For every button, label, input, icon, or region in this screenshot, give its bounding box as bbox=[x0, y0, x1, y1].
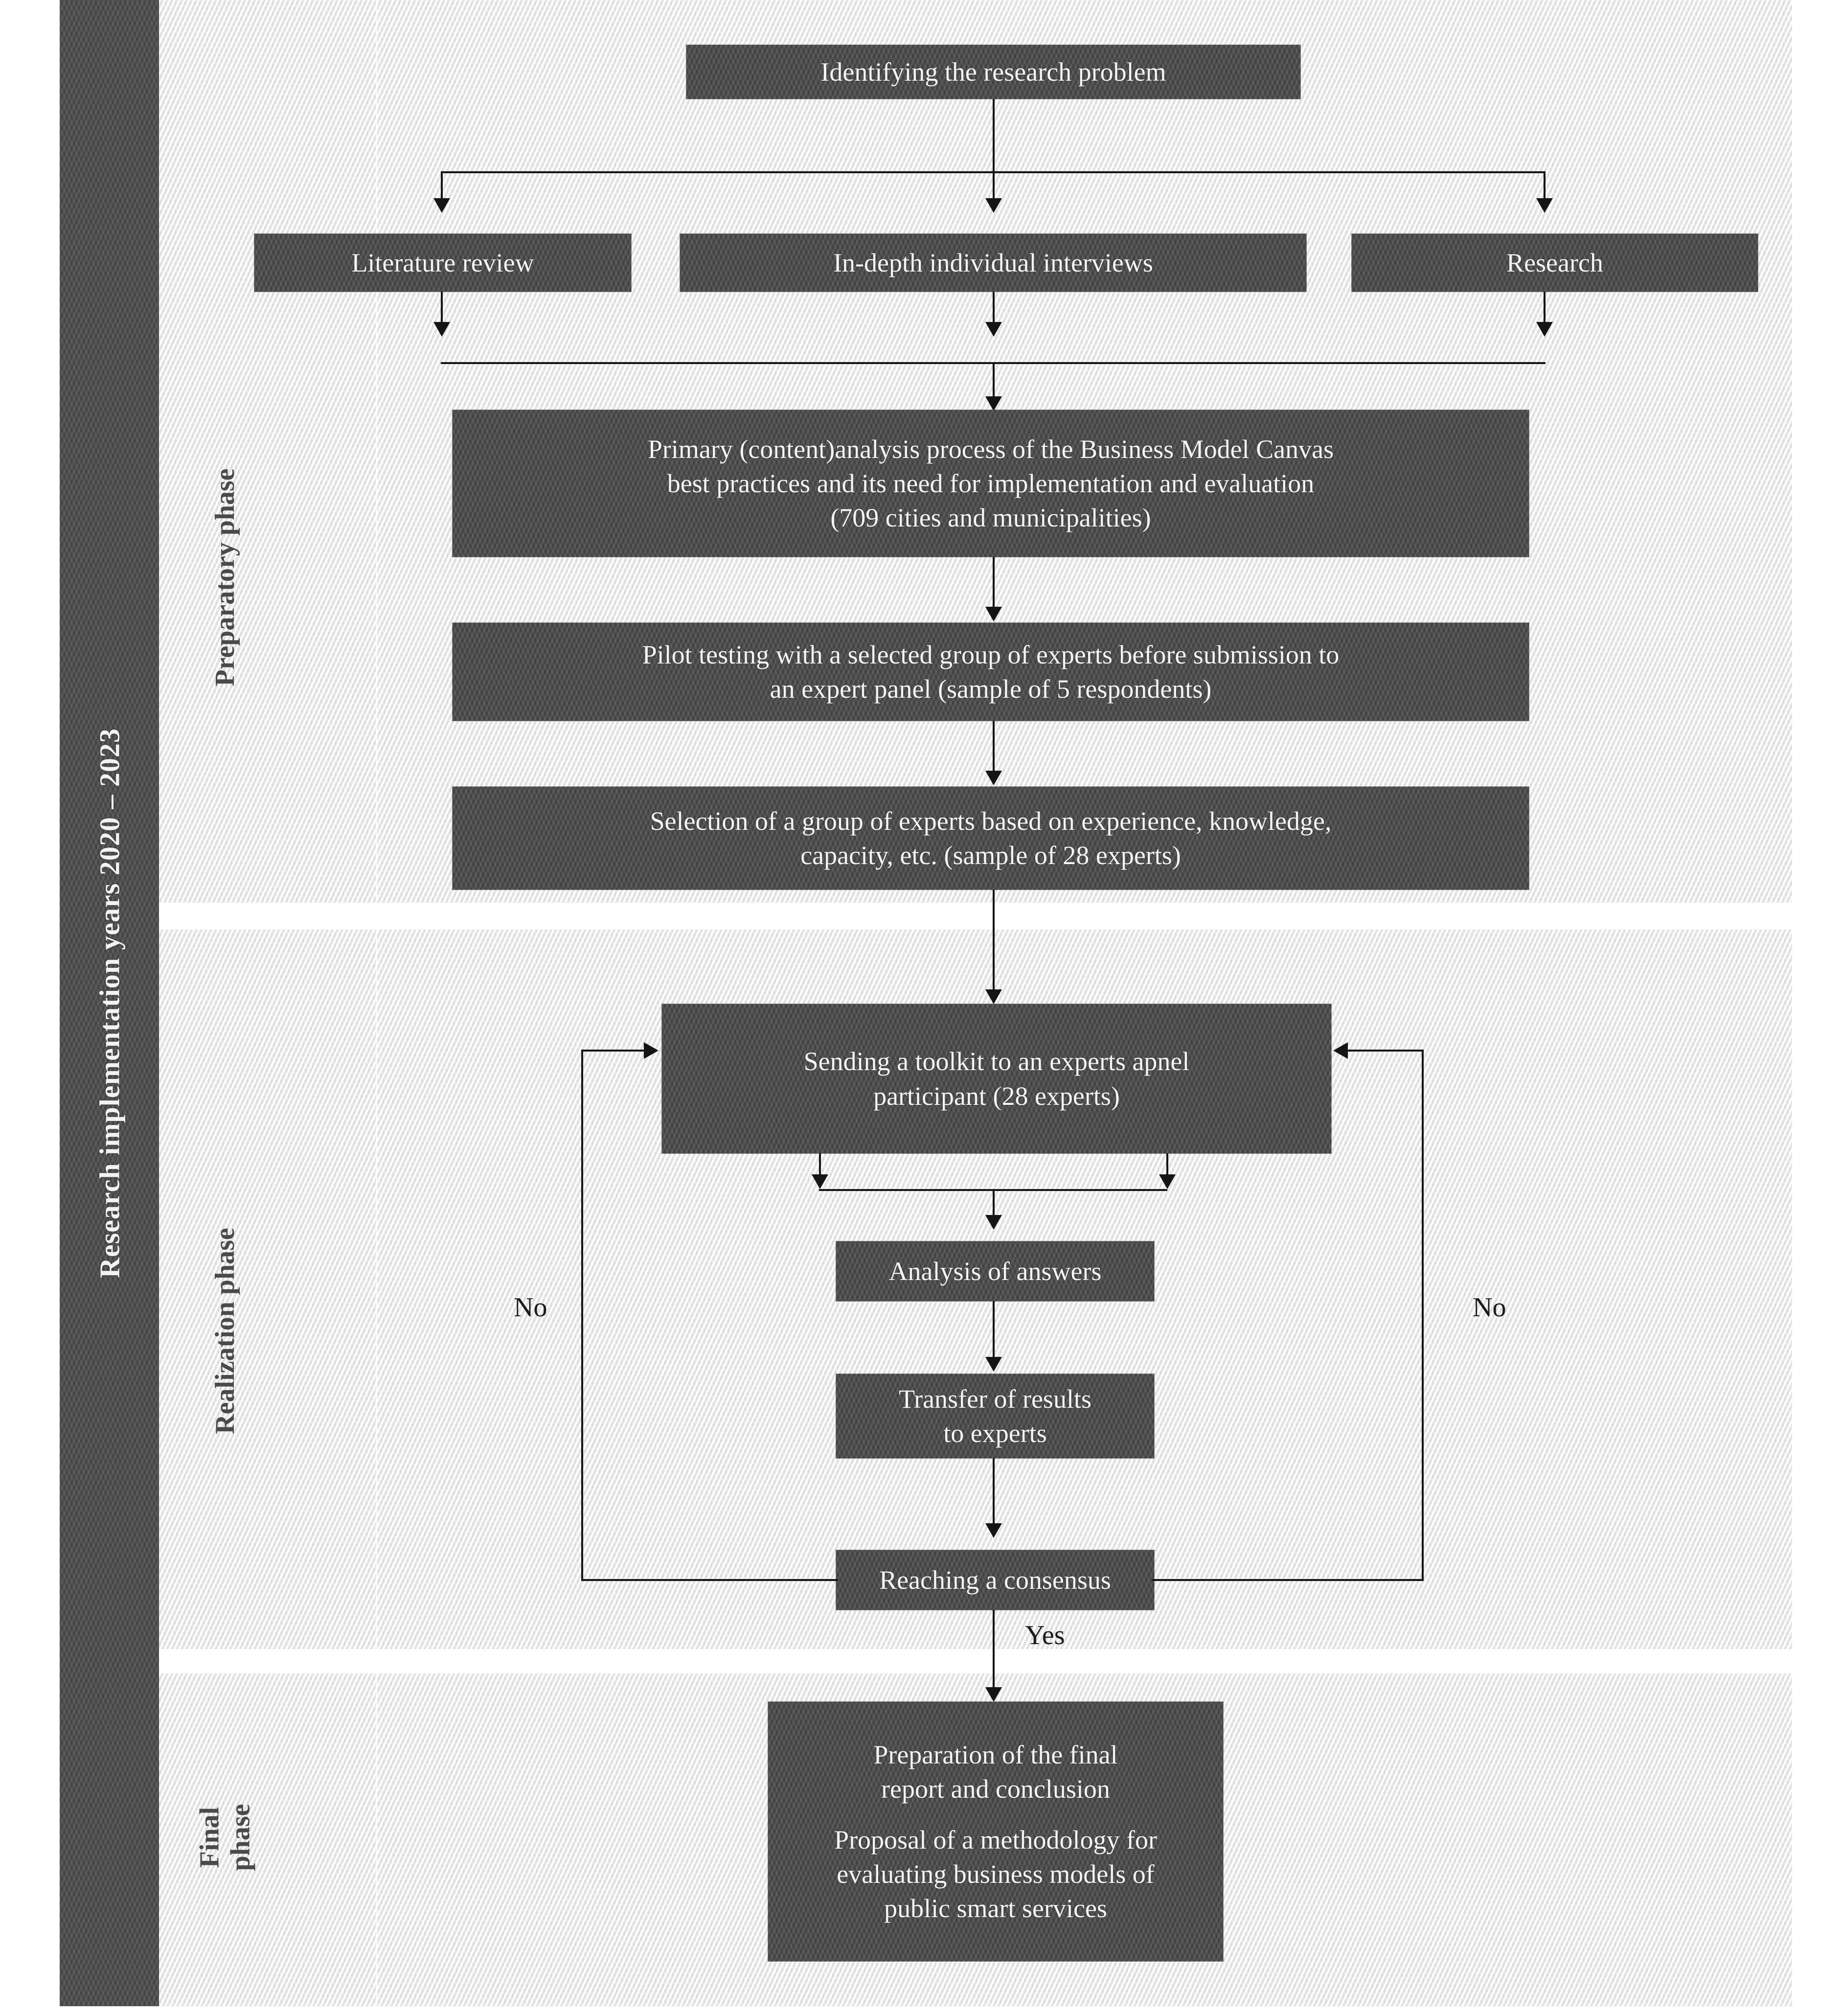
arrow-toolkit-fork-right bbox=[1159, 1174, 1176, 1189]
phase-label-realization: Realization phase bbox=[210, 1228, 240, 1434]
node-pilot-testing: Pilot testing with a selected group of e… bbox=[453, 623, 1529, 721]
connector-literature-down bbox=[441, 292, 443, 325]
arrow-to-selection-experts bbox=[985, 771, 1002, 785]
connector-merge-to-primary bbox=[993, 362, 995, 399]
node-research: Research bbox=[1352, 234, 1758, 292]
node-literature-review: Literature review bbox=[254, 234, 631, 292]
connector-left-loop-up bbox=[581, 1050, 583, 1581]
node-reaching-consensus: Reaching a consensus bbox=[836, 1550, 1154, 1610]
connector-split-right-drop bbox=[1544, 171, 1546, 201]
phase-label-final-line1: Final bbox=[194, 1807, 225, 1868]
phase-label-final-line2: phase bbox=[225, 1804, 255, 1871]
node-research-label: Research bbox=[1506, 248, 1603, 277]
node-selection-of-experts-label: Selection of a group of experts based on… bbox=[650, 806, 1332, 870]
arrow-interviews-merge bbox=[985, 322, 1002, 337]
node-in-depth-interviews-label: In-depth individual interviews bbox=[833, 248, 1153, 277]
arrow-to-interviews bbox=[985, 198, 1002, 213]
edge-label-no-left: No bbox=[514, 1292, 547, 1323]
node-methodology-proposal-label: Proposal of a methodology for evaluating… bbox=[834, 1825, 1157, 1924]
node-sending-toolkit: Sending a toolkit to an experts apnel pa… bbox=[662, 1004, 1331, 1153]
research-timeline-label: Research implementation years 2020 – 202… bbox=[93, 728, 125, 1279]
connector-toolkit-left-stem bbox=[819, 1153, 821, 1178]
node-primary-content-analysis: Primary (content)analysis process of the… bbox=[453, 410, 1529, 557]
node-final-report-label: Preparation of the final report and conc… bbox=[873, 1740, 1118, 1804]
connector-interviews-down bbox=[993, 292, 995, 325]
node-analysis-of-answers: Analysis of answers bbox=[836, 1241, 1154, 1301]
node-final-report-and-proposal: Preparation of the final report and conc… bbox=[768, 1702, 1223, 1961]
node-reaching-consensus-label: Reaching a consensus bbox=[879, 1565, 1111, 1595]
arrow-to-reaching-consensus bbox=[985, 1523, 1002, 1538]
arrow-to-transfer-of-results bbox=[985, 1357, 1002, 1372]
connector-pilot-to-selection bbox=[993, 721, 995, 775]
phase-label-final: Final phase bbox=[194, 1804, 255, 1871]
edge-label-no-right: No bbox=[1473, 1292, 1506, 1323]
node-primary-content-analysis-label: Primary (content)analysis process of the… bbox=[647, 434, 1334, 533]
node-sending-toolkit-label: Sending a toolkit to an experts apnel pa… bbox=[803, 1047, 1190, 1111]
node-transfer-of-results: Transfer of results to experts bbox=[836, 1374, 1154, 1458]
arrow-to-analysis-of-answers bbox=[985, 1215, 1002, 1230]
connector-right-loop-into-toolkit bbox=[1347, 1050, 1423, 1052]
node-identifying-research-problem: Identifying the research problem bbox=[686, 45, 1300, 99]
arrow-to-final-report bbox=[985, 1687, 1002, 1702]
arrow-literature-merge bbox=[433, 322, 450, 337]
arrow-to-research bbox=[1536, 198, 1553, 213]
connector-transfer-to-consensus bbox=[993, 1458, 995, 1527]
connector-selection-to-toolkit bbox=[993, 890, 995, 992]
connector-consensus-left-out bbox=[581, 1579, 838, 1581]
arrow-to-primary-analysis bbox=[985, 396, 1002, 411]
connector-research-down bbox=[1544, 292, 1546, 325]
node-in-depth-interviews: In-depth individual interviews bbox=[680, 234, 1306, 292]
connector-analysis-to-transfer bbox=[993, 1301, 995, 1360]
arrow-to-pilot-testing bbox=[985, 607, 1002, 621]
node-literature-review-label: Literature review bbox=[351, 248, 534, 277]
node-pilot-testing-label: Pilot testing with a selected group of e… bbox=[642, 640, 1340, 704]
research-timeline-rail: Research implementation years 2020 – 202… bbox=[60, 0, 159, 2006]
band-divider-preparatory bbox=[376, 0, 377, 903]
connector-fork-to-analysis bbox=[993, 1189, 995, 1218]
arrow-left-loop-to-toolkit bbox=[644, 1042, 659, 1059]
connector-problem-to-split bbox=[993, 99, 995, 172]
connector-left-loop-into-toolkit bbox=[581, 1050, 645, 1052]
node-identifying-research-problem-label: Identifying the research problem bbox=[820, 57, 1166, 87]
node-selection-of-experts: Selection of a group of experts based on… bbox=[453, 787, 1529, 890]
arrow-to-literature-review bbox=[433, 198, 450, 213]
connector-primary-to-pilot bbox=[993, 557, 995, 611]
connector-right-loop-up bbox=[1422, 1050, 1424, 1581]
band-divider-final bbox=[376, 1673, 377, 2006]
arrow-right-loop-to-toolkit bbox=[1333, 1042, 1348, 1059]
connector-consensus-to-final bbox=[993, 1610, 995, 1691]
arrow-to-sending-toolkit bbox=[985, 989, 1002, 1004]
arrow-research-merge bbox=[1536, 322, 1553, 337]
edge-label-yes: Yes bbox=[1025, 1620, 1065, 1650]
connector-toolkit-right-stem bbox=[1166, 1153, 1168, 1178]
node-transfer-of-results-label: Transfer of results to experts bbox=[899, 1384, 1091, 1448]
arrow-toolkit-fork-left bbox=[812, 1174, 828, 1189]
connector-consensus-right-out bbox=[1152, 1579, 1424, 1581]
phase-label-preparatory: Preparatory phase bbox=[210, 468, 240, 687]
connector-split-center-drop bbox=[993, 171, 995, 201]
node-analysis-of-answers-label: Analysis of answers bbox=[888, 1256, 1102, 1286]
band-divider-realization bbox=[376, 930, 377, 1649]
connector-split-left-drop bbox=[441, 171, 443, 201]
